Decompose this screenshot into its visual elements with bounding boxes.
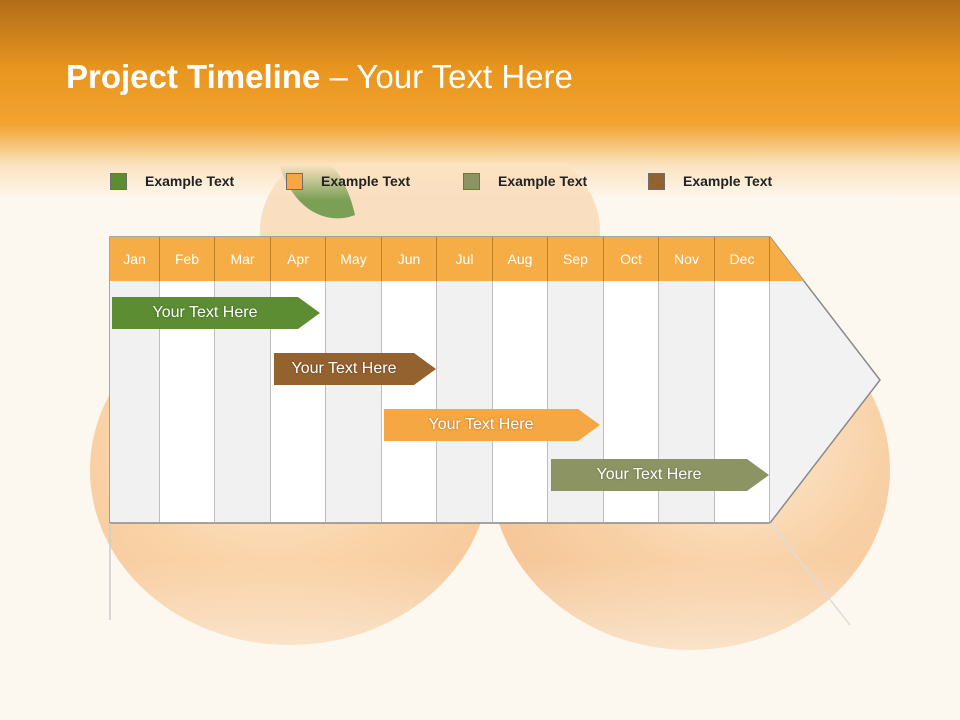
month-header-sep: Sep: [548, 237, 604, 281]
page-title: Project Timeline – Your Text Here: [66, 58, 573, 96]
task-bar-2: Your Text Here: [274, 353, 436, 385]
month-column-jul: [437, 281, 493, 522]
task-label-2: Your Text Here: [291, 360, 397, 377]
legend-swatch-2: [286, 172, 303, 190]
month-header-aug: Aug: [493, 237, 548, 281]
legend-label-3: Example Text: [498, 173, 588, 189]
task-bar-4: Your Text Here: [551, 459, 769, 491]
title-rest: – Your Text Here: [320, 58, 573, 95]
month-header-mar: Mar: [215, 237, 271, 281]
legend-swatch-1: [110, 172, 127, 190]
month-header-nov: Nov: [659, 237, 715, 281]
legend-item-1: Example Text: [110, 170, 234, 192]
title-bold: Project Timeline: [66, 58, 321, 95]
legend-item-4: Example Text: [648, 170, 772, 192]
task-bar-1: Your Text Here: [112, 297, 320, 329]
month-header-jun: Jun: [382, 237, 437, 281]
legend-label-1: Example Text: [145, 173, 235, 189]
month-header-jan: Jan: [110, 237, 160, 281]
month-header-oct: Oct: [604, 237, 659, 281]
month-column-aug: [493, 281, 548, 522]
month-header-jul: Jul: [437, 237, 493, 281]
month-column-jun: [382, 281, 437, 522]
legend-swatch-4: [648, 172, 665, 190]
task-bar-3: Your Text Here: [384, 409, 600, 441]
month-header-may: May: [326, 237, 382, 281]
task-label-1: Your Text Here: [152, 304, 258, 321]
legend-label-2: Example Text: [321, 173, 411, 189]
month-column-may: [326, 281, 382, 522]
header-band: [0, 0, 960, 200]
legend-swatch-3: [463, 172, 480, 190]
legend-item-2: Example Text: [286, 170, 410, 192]
month-header-apr: Apr: [271, 237, 326, 281]
task-label-4: Your Text Here: [596, 466, 702, 483]
task-label-3: Your Text Here: [428, 416, 534, 433]
month-header-dec: Dec: [715, 237, 770, 281]
legend-item-3: Example Text: [463, 170, 587, 192]
legend-label-4: Example Text: [683, 173, 773, 189]
month-header-feb: Feb: [160, 237, 215, 281]
